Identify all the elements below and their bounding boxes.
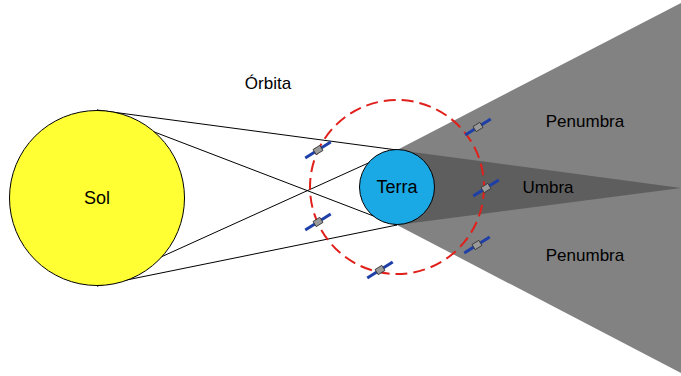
umbra-label: Umbra	[522, 178, 573, 198]
satellite-icon	[472, 178, 501, 199]
umbra-region	[397, 150, 681, 225]
satellite-icon	[304, 212, 333, 233]
penumbra-label: Penumbra	[546, 112, 624, 132]
penumbra-region	[397, 3, 681, 373]
sun-circle: Sol	[9, 110, 185, 286]
orbit-circle	[310, 100, 484, 274]
satellite-icon	[463, 235, 492, 256]
orbit-label: Órbita	[245, 74, 291, 94]
penumbra-label: Penumbra	[546, 246, 624, 266]
earth-circle: Terra	[359, 149, 435, 225]
satellite-icon	[464, 117, 493, 138]
satellite-icon	[304, 140, 333, 161]
satellite-icon	[366, 260, 395, 281]
satellites	[304, 117, 501, 281]
node-label: Terra	[376, 177, 417, 198]
node-label: Sol	[84, 188, 110, 209]
